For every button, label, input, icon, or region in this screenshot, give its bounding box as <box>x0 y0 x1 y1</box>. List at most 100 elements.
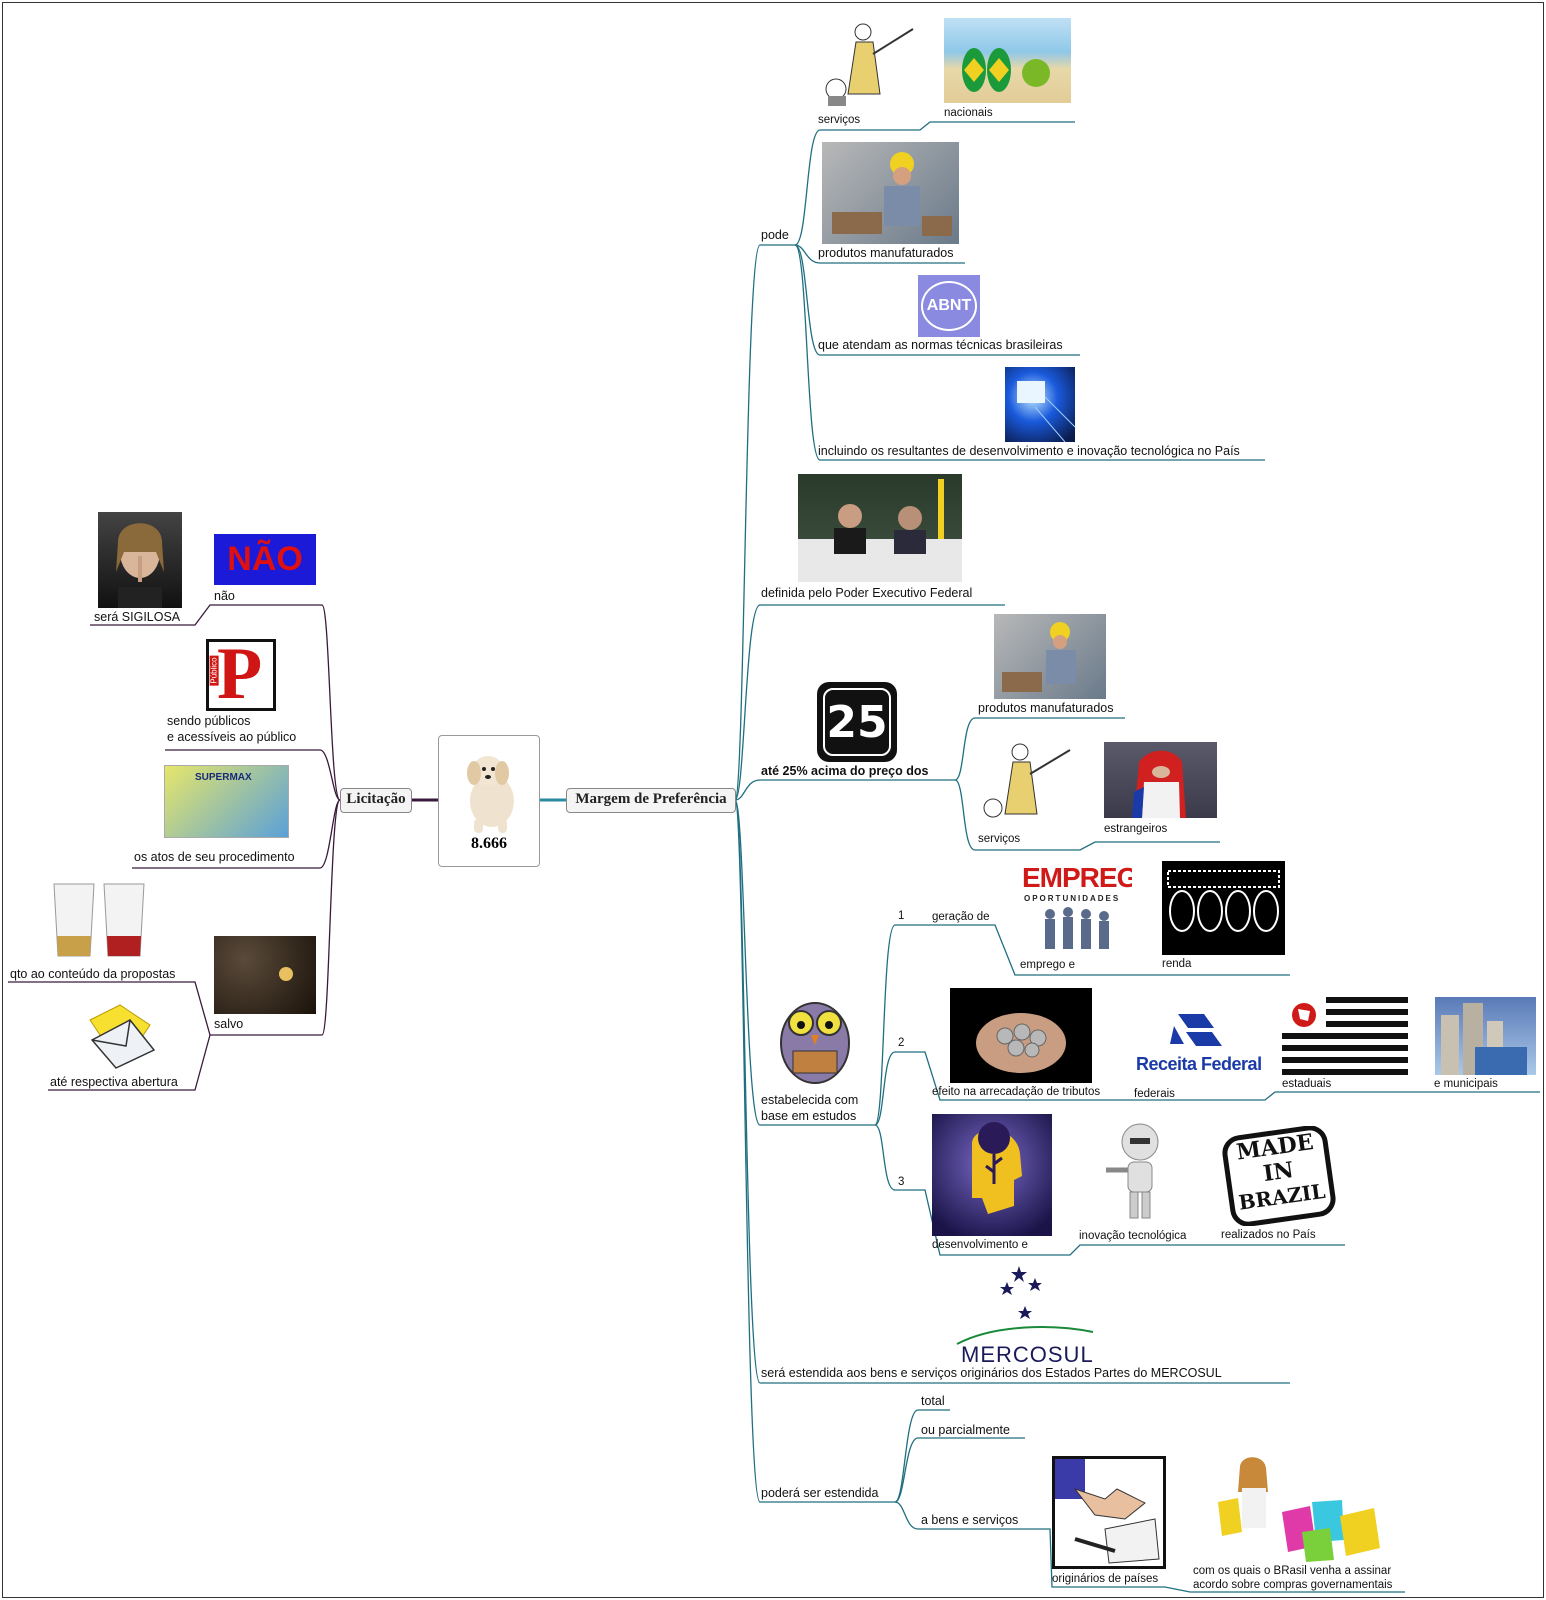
owl-reading-icon <box>780 1002 850 1084</box>
label-number-2: 2 <box>898 1037 905 1049</box>
label-number-3: 3 <box>898 1176 905 1188</box>
label-originarios: originários de países <box>1052 1573 1159 1585</box>
flag-scarf-icon <box>1132 750 1186 818</box>
buildings-icon <box>1441 1003 1527 1075</box>
label-pode: pode <box>761 228 789 242</box>
publico-logo: P Público <box>206 639 276 711</box>
label-geracao: geração de <box>932 911 990 923</box>
sao-paulo-flag <box>1282 997 1408 1075</box>
label-podera: poderá ser estendida <box>761 1486 879 1500</box>
label-mercosul: será estendida aos bens e serviços origi… <box>761 1366 1222 1380</box>
label-normas: que atendam as normas técnicas brasileir… <box>818 338 1063 352</box>
mercosul-logo: MERCOSUL <box>955 1262 1095 1368</box>
nao-logo-text: NÃO <box>227 540 303 578</box>
cartoon-worker-image <box>818 14 918 109</box>
fiber-optic-icon <box>1017 381 1075 442</box>
cartoon-service-icon-2 <box>983 743 1071 818</box>
label-publicos-2: e acessíveis ao público <box>167 730 297 744</box>
brazil-sandals-icon <box>962 48 1050 92</box>
label-incluindo: incluindo os resultantes de desenvolvime… <box>818 444 1240 458</box>
label-federais: federais <box>1134 1088 1175 1100</box>
flag-canton <box>1282 997 1326 1033</box>
label-total: total <box>921 1394 945 1408</box>
receita-logo-text: Receita Federal <box>1136 1054 1262 1074</box>
factory-worker-icon <box>832 152 952 236</box>
label-publicos-1: sendo públicos <box>167 714 251 728</box>
factory-worker-photo-2 <box>994 614 1106 699</box>
sign-25: 25 <box>817 682 897 762</box>
lace-photo <box>1162 861 1285 955</box>
coins-icon <box>976 1013 1066 1073</box>
crowd-silhouette-icon <box>1045 907 1109 949</box>
eggs-photo <box>214 936 316 1014</box>
coins-hands-photo <box>950 988 1092 1083</box>
lace-icon <box>1167 870 1280 932</box>
cartoon-service-icon <box>825 23 914 106</box>
mind-growth-image <box>932 1114 1052 1236</box>
center-node[interactable]: 8.666 <box>438 735 540 867</box>
label-atos: os atos de seu procedimento <box>134 850 295 864</box>
licitacao-node[interactable]: Licitação <box>340 788 412 813</box>
tech-light-photo <box>1005 367 1075 442</box>
flag-emblem-icon <box>1292 1003 1316 1027</box>
center-title: 8.666 <box>471 835 507 852</box>
label-nao: não <box>214 589 235 603</box>
label-bens: a bens e serviços <box>921 1513 1019 1527</box>
abnt-logo: ABNT <box>918 275 980 337</box>
sign-25-text: 25 <box>826 696 888 748</box>
beach-sandals-photo <box>944 18 1071 103</box>
label-realizados: realizados no País <box>1221 1229 1316 1241</box>
label-servicos: serviços <box>818 114 861 126</box>
city-buildings-photo <box>1435 997 1536 1075</box>
nao-logo: NÃO <box>214 534 316 585</box>
sign-25-inner: 25 <box>823 688 891 756</box>
label-conteudo: qto ao conteúdo da propostas <box>10 967 176 981</box>
label-parcialmente: ou parcialmente <box>921 1423 1010 1437</box>
press-conference-icon <box>834 479 944 554</box>
executive-photo <box>798 474 962 582</box>
label-sigilosa: será SIGILOSA <box>94 610 181 624</box>
factory-worker-photo <box>822 142 959 244</box>
glasses-photo <box>50 880 150 960</box>
stamp-border: MADE IN BRAZIL <box>1220 1126 1338 1226</box>
publico-logo-small: Público <box>209 655 219 686</box>
label-definida: definida pelo Poder Executivo Federal <box>761 586 973 600</box>
label-desenvolvimento: desenvolvimento e <box>932 1239 1028 1251</box>
label-renda: renda <box>1162 958 1192 970</box>
receita-federal-logo: Receita Federal <box>1130 1008 1262 1078</box>
handshake-contract-image <box>1052 1456 1166 1569</box>
cartoon-worker-image-2 <box>975 736 1075 828</box>
envelope-icon-box <box>80 1000 158 1070</box>
label-nacionais: nacionais <box>944 107 993 119</box>
factory-worker-icon-2 <box>1002 622 1076 692</box>
receita-federal-icon <box>1170 1014 1222 1046</box>
label-estrangeiros: estrangeiros <box>1104 823 1168 835</box>
foreign-woman-photo <box>1104 742 1217 818</box>
robot-icon <box>1106 1123 1159 1219</box>
glove-box-photo: SUPERMAX <box>164 765 289 838</box>
label-abertura: até respectiva abertura <box>50 1075 178 1089</box>
owl-image <box>765 985 865 1090</box>
right-connectors <box>734 121 1540 1593</box>
abnt-logo-text: ABNT <box>920 281 978 331</box>
publico-logo-letter: P <box>217 639 263 711</box>
label-emprego: emprego e <box>1020 959 1075 971</box>
label-inovacao: inovação tecnológica <box>1079 1230 1187 1242</box>
label-produtos: produtos manufaturados <box>818 246 954 260</box>
robot-image <box>1100 1120 1170 1228</box>
margem-node[interactable]: Margem de Preferência <box>566 788 736 813</box>
label-assinar-1: com os quais o BRasil venha a assinar <box>1193 1565 1392 1577</box>
glove-brand-text: SUPERMAX <box>195 772 252 783</box>
secret-woman-photo <box>98 512 182 608</box>
label-salvo: salvo <box>214 1017 244 1031</box>
woman-shush-icon <box>116 523 164 608</box>
left-connectors <box>8 604 438 1091</box>
label-ate25: até 25% acima do preço dos <box>761 764 929 778</box>
label-produtos-2: produtos manufaturados <box>978 701 1114 715</box>
mercosul-stars-icon <box>956 1266 1094 1345</box>
label-assinar-2: acordo sobre compras governamentais <box>1193 1579 1393 1591</box>
dark-eggs-icon <box>279 967 293 981</box>
